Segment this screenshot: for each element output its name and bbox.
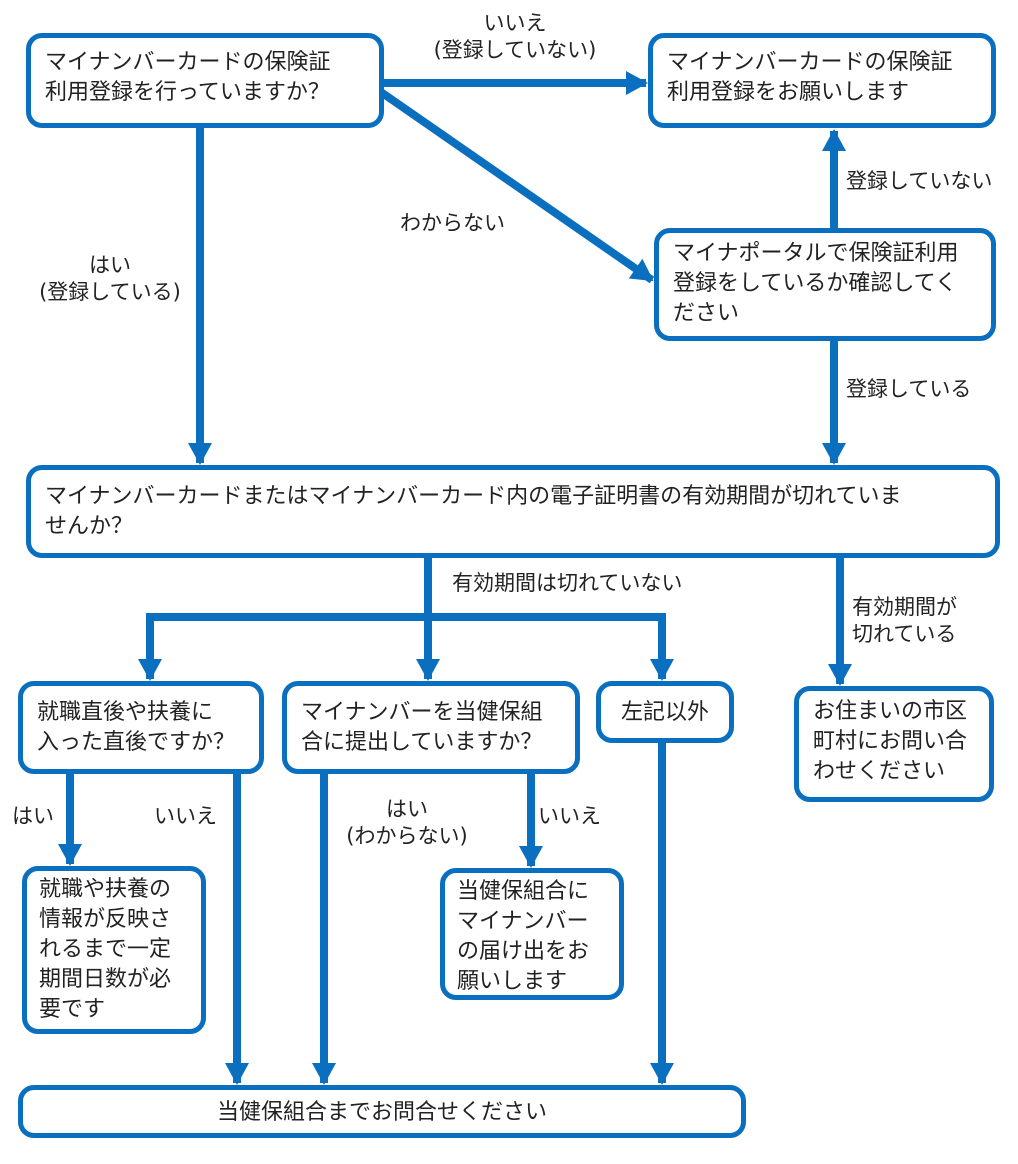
label-yes-registered: はい (登録している) [39, 253, 181, 305]
question-registered-box: マイナンバーカードの保険証 利用登録を行っていますか？ [26, 33, 384, 128]
contact-union-box: 当健保組合までお問合せください [18, 1085, 746, 1138]
label-registered: 登録している [846, 377, 972, 401]
submit-number-box: 当健保組合に マイナンバー の届け出をお 願いします [440, 868, 624, 1000]
contact-city-box: お住まいの市区 町村にお問い合 わせください [794, 686, 994, 802]
label-dont-know: わからない [400, 211, 505, 235]
label-yes: はい [12, 804, 54, 828]
label-no-not-registered: いいえ (登録していない) [433, 11, 597, 63]
label-no: いいえ [154, 804, 217, 828]
label-yes-dont-know: はい (わからない) [346, 797, 468, 849]
wait-reflect-box: 就職や扶養の 情報が反映さ れるまで一定 期間日数が必 要です [22, 866, 206, 1034]
please-register-box: マイナンバーカードの保険証 利用登録をお願いします [648, 33, 996, 128]
arrow-q1-to-portal [375, 86, 655, 284]
other-box: 左記以外 [596, 681, 734, 743]
check-portal-box: マイナポータルで保険証利用 登録をしているか確認してく ださい [654, 228, 996, 341]
label-not-expired: 有効期間は切れていない [452, 571, 683, 595]
question-submitted-box: マイナンバーを当健保組 合に提出していますか？ [282, 681, 580, 774]
label-expired: 有効期間が 切れている [852, 595, 957, 647]
question-just-joined-box: 就職直後や扶養に 入った直後ですか？ [18, 681, 264, 774]
label-not-registered: 登録していない [846, 169, 993, 193]
label-no-2: いいえ [538, 804, 601, 828]
question-expired-box: マイナンバーカードまたはマイナンバーカード内の電子証明書の有効期間が切れていま … [26, 465, 1000, 558]
